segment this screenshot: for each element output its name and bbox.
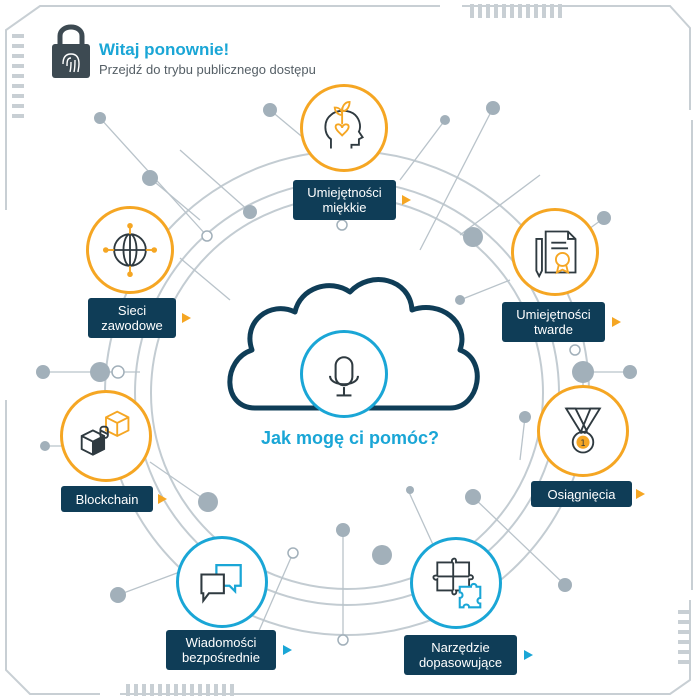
label-professional-networks-line2: zawodowe <box>101 318 163 333</box>
medal-icon: 1 <box>564 407 602 454</box>
puzzle-icon <box>432 557 482 609</box>
node-soft-skills[interactable] <box>300 84 388 172</box>
label-achievements[interactable]: Osiągnięcia <box>531 481 632 507</box>
label-blockchain-line1: Blockchain <box>75 491 139 507</box>
chat-bubbles-icon <box>200 564 242 604</box>
label-soft-skills-line1: Umiejętności <box>307 185 382 200</box>
network-dots <box>36 101 637 603</box>
label-hard-skills-line2: twarde <box>533 322 573 337</box>
arrow-hard-skills <box>612 317 621 327</box>
node-achievements[interactable]: 1 <box>537 385 629 477</box>
microphone-icon <box>328 356 360 397</box>
label-professional-networks-line1: Sieci <box>117 303 147 318</box>
node-matching-tool[interactable] <box>410 537 502 629</box>
arrow-achievements <box>636 489 645 499</box>
label-direct-messages-line1: Wiadomości <box>185 635 257 650</box>
arrow-blockchain <box>158 494 167 504</box>
label-matching-tool-line1: Narzędzie <box>431 640 490 655</box>
frame-hatch-bottom <box>126 684 234 696</box>
label-blockchain[interactable]: Blockchain <box>61 486 153 512</box>
network-hollow-dots <box>111 219 581 646</box>
label-hard-skills-line1: Umiejętności <box>516 307 591 322</box>
globe-network-icon <box>102 222 158 278</box>
frame-hatch-right <box>678 610 690 664</box>
assistant-question: Jak mogę ci pomóc? <box>260 428 440 448</box>
label-achievements-line1: Osiągnięcia <box>547 486 616 502</box>
arrow-matching-tool <box>524 650 533 660</box>
label-soft-skills-line2: miękkie <box>322 200 367 215</box>
node-direct-messages[interactable] <box>176 536 268 628</box>
arrow-direct-messages <box>283 645 292 655</box>
node-hard-skills[interactable] <box>511 208 599 296</box>
blockchain-cubes-icon <box>80 410 130 456</box>
head-plant-icon <box>324 100 364 149</box>
frame-hatch-top <box>470 4 562 18</box>
welcome-title: Witaj ponownie! <box>99 40 230 59</box>
arrow-professional-networks <box>182 313 191 323</box>
label-matching-tool-line2: dopasowujące <box>418 655 503 670</box>
arrow-soft-skills <box>402 195 411 205</box>
public-access-link[interactable]: Przejdź do trybu publicznego dostępu <box>99 62 316 77</box>
svg-text:1: 1 <box>580 438 585 448</box>
frame-hatch-left <box>12 34 24 118</box>
label-direct-messages-line2: bezpośrednie <box>181 650 261 665</box>
node-professional-networks[interactable] <box>86 206 174 294</box>
certificate-icon <box>535 230 577 279</box>
node-blockchain[interactable] <box>60 390 152 482</box>
lock-fingerprint-icon <box>50 20 92 80</box>
microphone-button[interactable] <box>300 330 388 418</box>
